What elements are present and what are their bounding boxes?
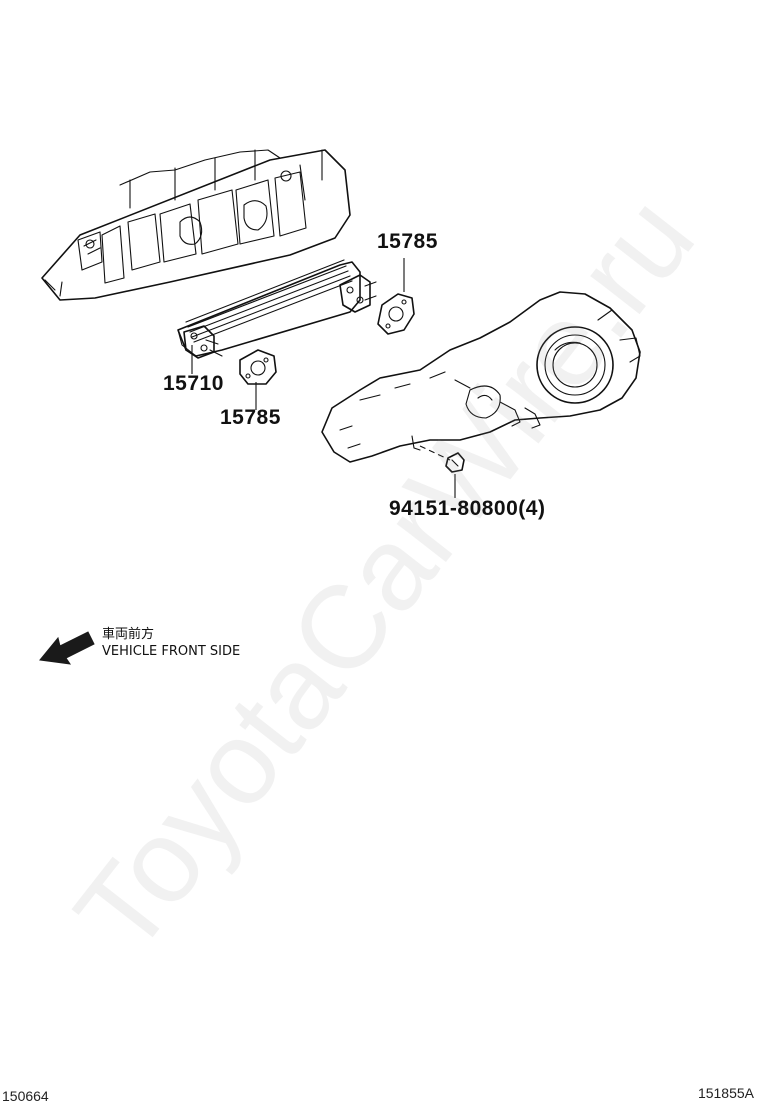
part-label-oil-cooler[interactable]: 15710	[163, 372, 224, 395]
footer-left-code: 150664	[2, 1088, 49, 1104]
part-label-gasket-upper[interactable]: 15785	[377, 230, 438, 253]
footer-right-code: 151855A	[697, 1085, 754, 1101]
gasket-upper-drawing	[377, 293, 415, 335]
vehicle-front-legend: 車両前方 VEHICLE FRONT SIDE	[102, 626, 240, 660]
engine-block-drawing	[41, 149, 351, 301]
leader-lines	[191, 258, 456, 498]
part-label-gasket-lower[interactable]: 15785	[220, 406, 281, 429]
oil-cooler-drawing	[177, 259, 377, 359]
legend-label-en: VEHICLE FRONT SIDE	[102, 644, 241, 659]
arrow-down-left-icon	[39, 631, 95, 665]
oil-cooler-housing-drawing	[321, 291, 641, 463]
gasket-lower-drawing	[239, 349, 277, 385]
part-label-bolt[interactable]: 94151-80800(4)	[389, 497, 546, 520]
legend-label-jp: 車両前方	[102, 627, 155, 642]
bolt-drawing	[419, 445, 465, 473]
